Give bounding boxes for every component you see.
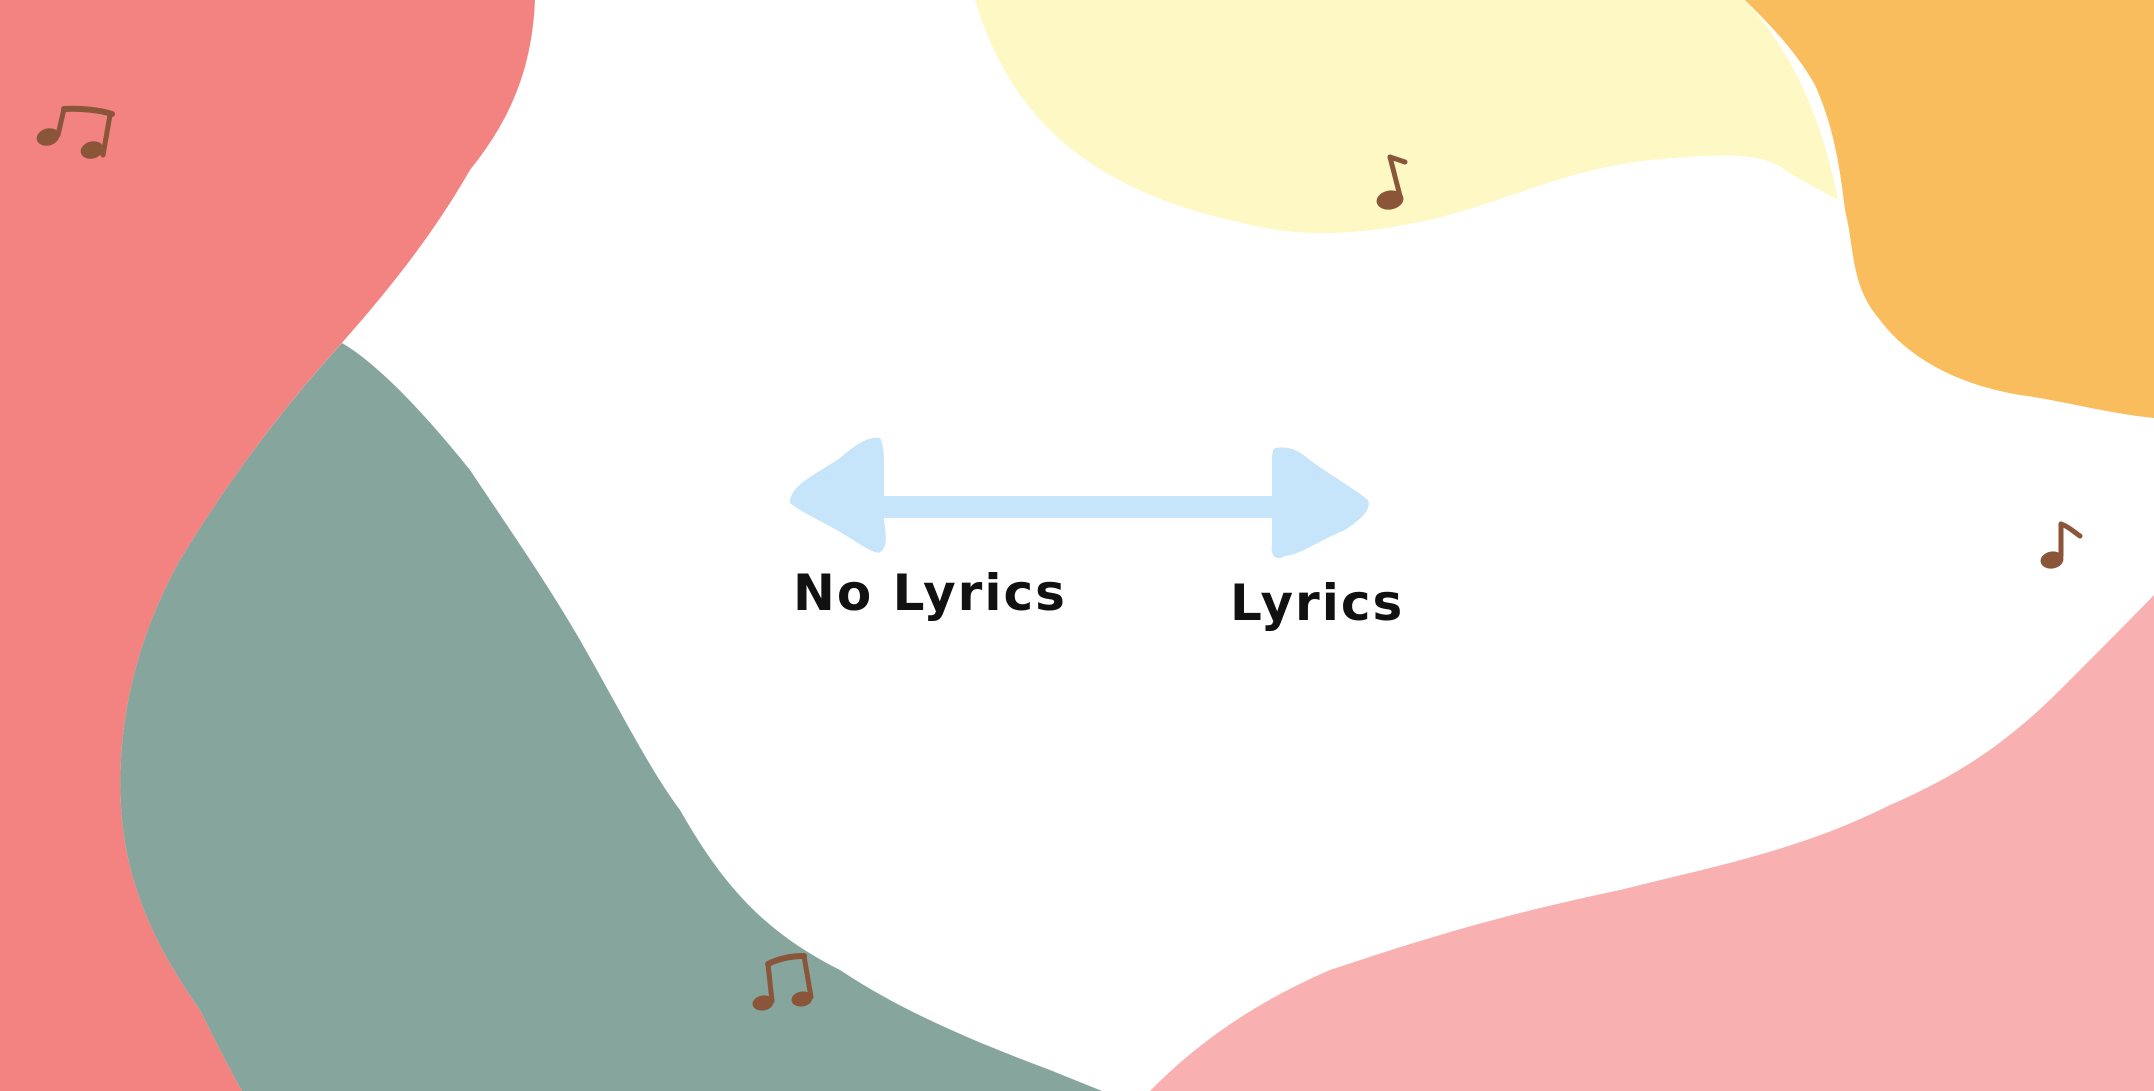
lyrics-label: Lyrics (1230, 574, 1405, 632)
eighth-note-icon (1376, 154, 1408, 210)
arrow-shaft (870, 496, 1290, 518)
beamed-notes-icon (752, 953, 814, 1011)
cream-blob (975, 0, 1838, 234)
beamed-notes-icon (36, 105, 115, 159)
eighth-note-icon (2040, 521, 2083, 569)
no-lyrics-label: No Lyrics (793, 564, 1067, 622)
orange-blob (1745, 0, 2154, 418)
pink-blob (1150, 595, 2154, 1091)
sage-blob (120, 343, 1102, 1091)
arrow-head-right (1271, 447, 1369, 559)
arrow-head-left (790, 437, 886, 553)
double-arrow (790, 437, 1369, 559)
coral-blob (0, 0, 535, 1091)
